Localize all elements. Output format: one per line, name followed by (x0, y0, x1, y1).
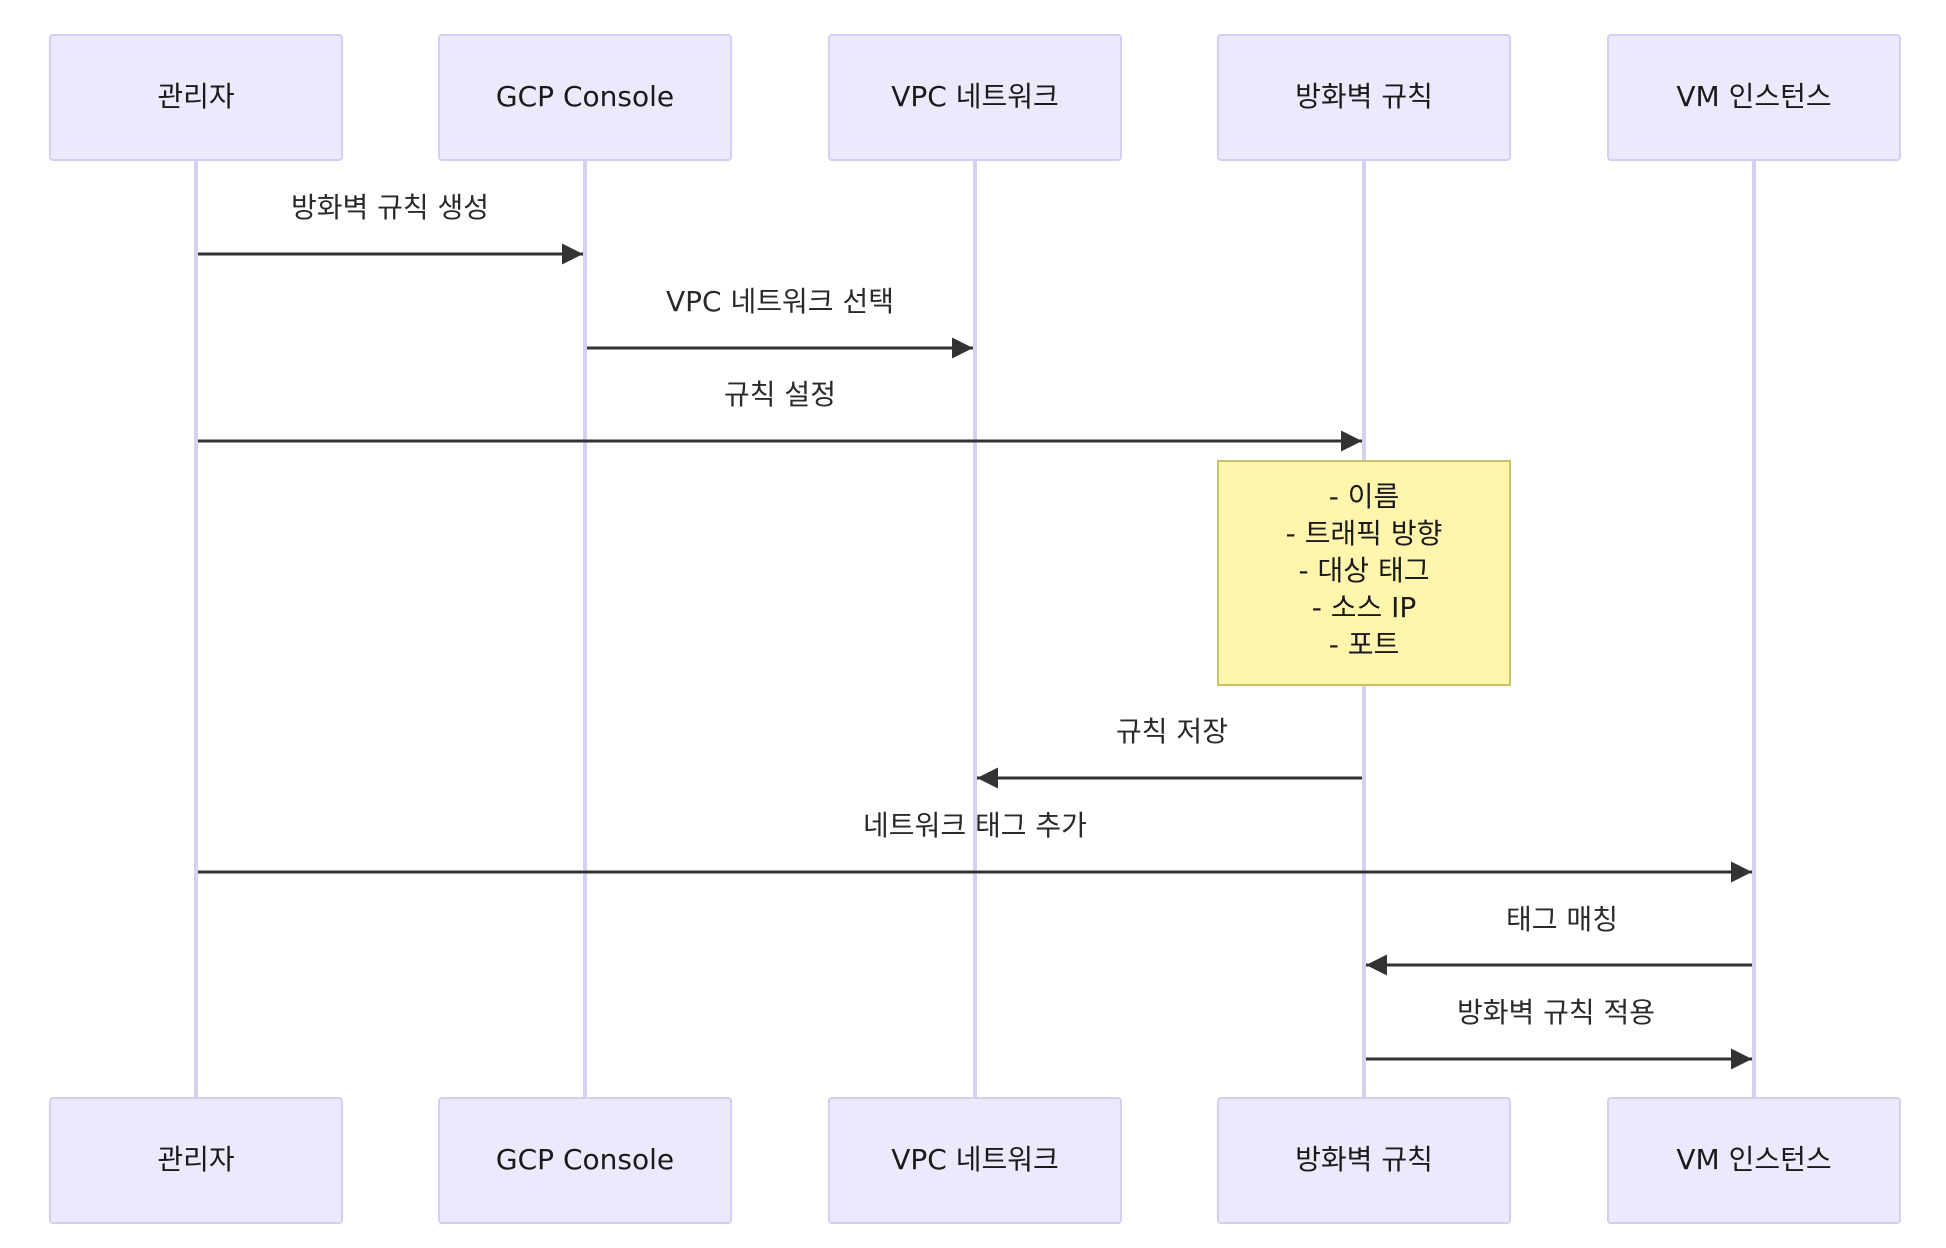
message-save-rule: 규칙 저장 (977, 715, 1362, 789)
actor-vm-bottom: VM 인스턴스 (1607, 1097, 1901, 1224)
message-configure-rule: 규칙 설정 (198, 378, 1362, 452)
note-line: - 이름 (1329, 480, 1400, 513)
actor-label: VPC 네트워크 (891, 80, 1059, 113)
note-line: - 트래픽 방향 (1286, 517, 1443, 550)
actor-admin-top: 관리자 (49, 34, 343, 161)
note-line: - 포트 (1329, 628, 1400, 661)
actor-console-bottom: GCP Console (438, 1097, 732, 1224)
message-apply-rule: 방화벽 규칙 적용 (1366, 996, 1752, 1070)
actor-label: VPC 네트워크 (891, 1143, 1059, 1176)
message-tag-matching: 태그 매칭 (1366, 903, 1752, 976)
actor-label: GCP Console (496, 80, 674, 113)
actor-label: VM 인스턴스 (1676, 1143, 1831, 1176)
actor-label: 방화벽 규칙 (1295, 1143, 1433, 1176)
message-create-rule: 방화벽 규칙 생성 (198, 191, 583, 265)
note-rule-settings: - 이름 - 트래픽 방향 - 대상 태그 - 소스 IP - 포트 (1217, 460, 1511, 686)
actor-label: 방화벽 규칙 (1295, 80, 1433, 113)
message-label: 태그 매칭 (1506, 903, 1618, 936)
actor-firewall-bottom: 방화벽 규칙 (1217, 1097, 1511, 1224)
actor-admin-bottom: 관리자 (49, 1097, 343, 1224)
message-label: 네트워크 태그 추가 (863, 809, 1087, 842)
message-label: 규칙 저장 (1116, 715, 1228, 748)
message-label: 규칙 설정 (724, 378, 836, 411)
actor-vpc-top: VPC 네트워크 (828, 34, 1122, 161)
actor-label: 관리자 (157, 1143, 234, 1176)
lifelines (194, 160, 1756, 1098)
note-line: - 대상 태그 (1299, 554, 1430, 587)
actor-label: GCP Console (496, 1143, 674, 1176)
note-line: - 소스 IP (1312, 591, 1417, 624)
actors-top: 관리자 GCP Console VPC 네트워크 방화벽 규칙 VM 인스턴스 (49, 34, 1901, 161)
actors-bottom: 관리자 GCP Console VPC 네트워크 방화벽 규칙 VM 인스턴스 (49, 1097, 1901, 1224)
message-select-vpc: VPC 네트워크 선택 (587, 285, 973, 359)
message-add-network-tag: 네트워크 태그 추가 (198, 809, 1752, 883)
actor-label: 관리자 (157, 80, 234, 113)
note-box (1217, 460, 1511, 686)
actor-console-top: GCP Console (438, 34, 732, 161)
actor-label: VM 인스턴스 (1676, 80, 1831, 113)
messages: 방화벽 규칙 생성 VPC 네트워크 선택 규칙 설정 규칙 저장 네트워크 태… (198, 191, 1752, 1070)
message-label: VPC 네트워크 선택 (666, 285, 894, 318)
actor-vpc-bottom: VPC 네트워크 (828, 1097, 1122, 1224)
message-label: 방화벽 규칙 적용 (1457, 996, 1655, 1029)
message-label: 방화벽 규칙 생성 (291, 191, 489, 224)
actor-vm-top: VM 인스턴스 (1607, 34, 1901, 161)
actor-firewall-top: 방화벽 규칙 (1217, 34, 1511, 161)
